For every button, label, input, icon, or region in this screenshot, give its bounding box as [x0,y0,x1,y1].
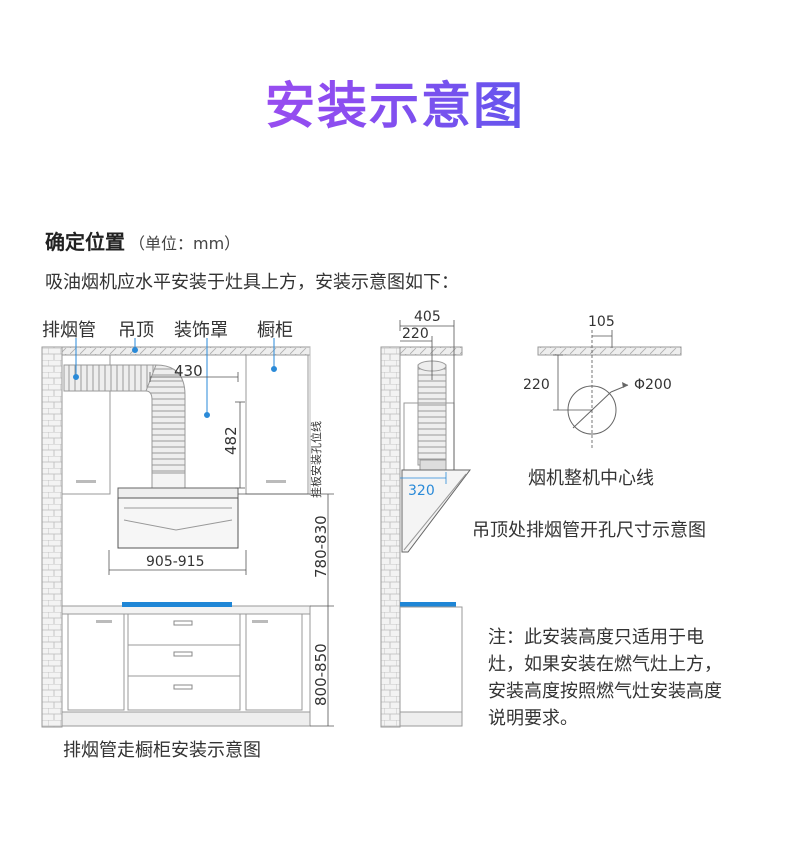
section-heading: 确定位置（单位：mm） [45,226,240,255]
dim-800-850: 800-850 [312,643,330,706]
dim-405: 405 [414,309,441,325]
dim-320: 320 [408,483,435,499]
hole-ceiling [537,346,682,356]
label-ceiling: 吊顶 [118,320,154,341]
dim-430: 430 [174,362,203,380]
hood-body [117,497,239,549]
dim-220-side: 220 [402,326,429,342]
page-title: 安装示意图 [0,66,790,138]
label-hang-board: 挂板安装孔位线 [309,421,323,498]
label-left-caption: 排烟管走橱柜安装示意图 [63,740,261,761]
hood-top [117,487,239,499]
left-diagram: 430 482 905-915 780-830 800-850 挂板安装孔位线 [41,338,334,728]
hole-diagram: 105 220 Φ200 [523,314,682,448]
ceiling-slab [61,346,311,356]
left-dimensions [108,372,334,727]
stove [122,602,232,607]
side-diagram: 405 220 320 [380,309,472,728]
dim-105: 105 [588,314,615,330]
side-stove [400,602,456,607]
plinth [61,711,311,727]
section-unit: （单位：mm） [129,234,241,253]
exhaust-pipe-elbow [145,364,186,476]
leader-lines [73,338,277,418]
dim-220-hole: 220 [523,377,550,393]
label-hood-center: 烟机整机中心线 [528,468,654,489]
install-note: 注：此安装高度只适用于电灶，如果安装在燃气灶上方，安装高度按照燃气灶安装高度说明… [488,627,722,729]
dim-diameter: Φ200 [634,377,672,393]
side-cabinet [399,606,463,713]
dim-905-915: 905-915 [146,554,205,570]
side-ceiling [399,346,463,356]
label-ceiling-hole: 吊顶处排烟管开孔尺寸示意图 [472,520,706,541]
label-exhaust-pipe: 排烟管 [42,320,96,341]
side-wall [380,346,401,728]
dim-780-830: 780-830 [312,515,330,578]
side-pipe [417,364,447,466]
countertop [61,605,311,615]
left-wall [41,346,63,728]
section-heading-text: 确定位置 [45,230,125,254]
label-cabinet: 橱柜 [257,320,293,341]
dim-482: 482 [222,426,240,455]
intro-text: 吸油烟机应水平安装于灶具上方，安装示意图如下： [45,272,459,293]
label-deco-cover: 装饰罩 [174,320,228,341]
hood-top-cover [151,472,186,490]
upper-cabinet-right [245,354,309,495]
